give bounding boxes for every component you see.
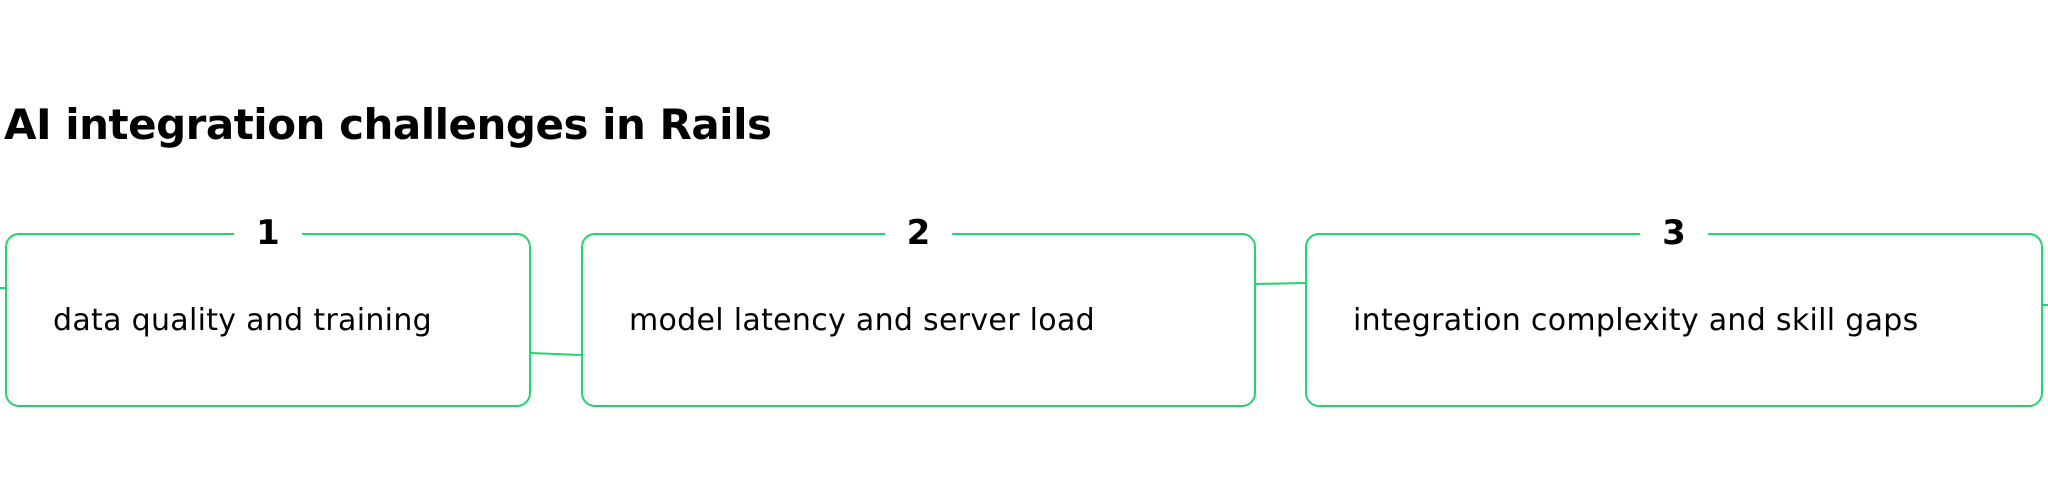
step-number: 2 xyxy=(884,211,953,255)
connector-1-2 xyxy=(529,352,582,356)
diagram-title: AI integration challenges in Rails xyxy=(4,100,772,149)
step-box-1: 1 data quality and training xyxy=(5,211,531,407)
step-box-2: 2 model latency and server load xyxy=(581,211,1256,407)
step-label: model latency and server load xyxy=(629,303,1095,338)
step-label: integration complexity and skill gaps xyxy=(1353,303,1919,338)
step-number: 1 xyxy=(234,211,302,255)
step-label: data quality and training xyxy=(53,303,432,338)
connector-2-3 xyxy=(1254,282,1306,285)
step-box-3: 3 integration complexity and skill gaps xyxy=(1305,211,2043,407)
step-number: 3 xyxy=(1640,211,1708,255)
